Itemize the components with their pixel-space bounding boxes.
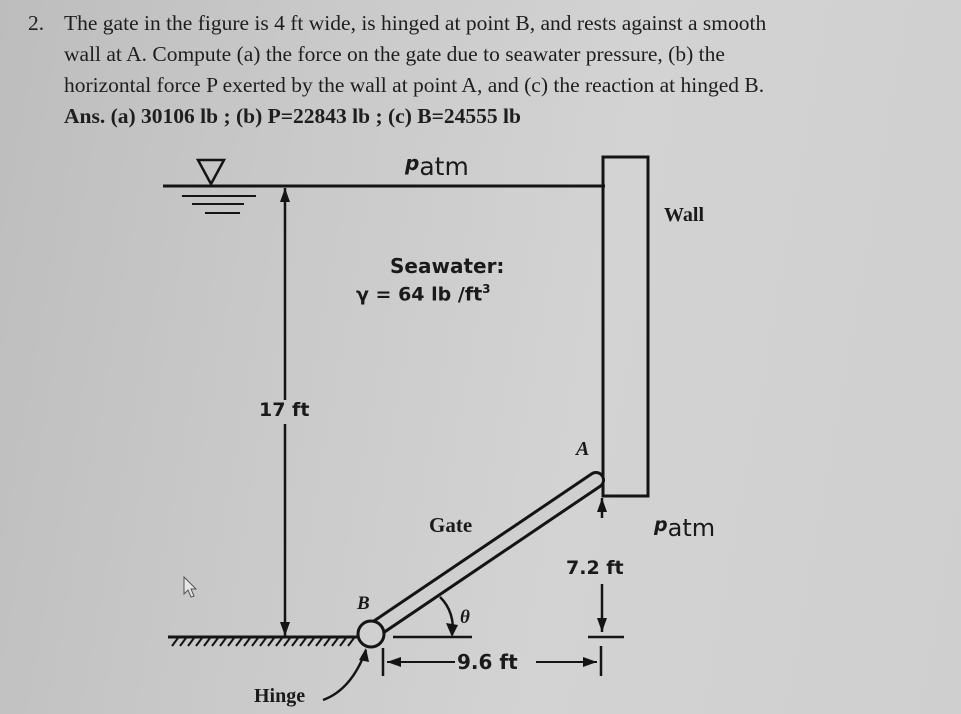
wall-label: Wall	[664, 204, 705, 226]
specific-weight-label: γ = 64 lb /ft3	[356, 282, 491, 306]
patm-right-label: patm	[654, 514, 716, 542]
mouse-cursor-icon	[183, 575, 198, 598]
fluid-name-label: Seawater:	[390, 254, 505, 278]
problem-line-1: The gate in the figure is 4 ft wide, is …	[64, 11, 767, 35]
hinge-circle	[356, 619, 386, 649]
depth-dimension-label: 17 ft	[259, 399, 310, 421]
point-a-label: A	[576, 438, 590, 460]
gate-label: Gate	[429, 513, 473, 537]
wall-rect	[601, 155, 650, 498]
patm-top-label: patm	[405, 151, 469, 181]
gate-bar	[371, 474, 602, 634]
horizontal-dimension-label: 9.6 ft	[457, 650, 518, 674]
point-b-label: B	[357, 593, 370, 614]
angle-theta-label: θ	[460, 607, 470, 628]
vertical-dimension-label: 7.2 ft	[566, 557, 624, 579]
problem-number: 2.	[28, 11, 45, 35]
problem-line-2: wall at A. Compute (a) the force on the …	[64, 42, 725, 66]
problem-line-3: horizontal force P exerted by the wall a…	[64, 73, 765, 97]
water-level-icon	[195, 158, 227, 187]
hinge-label: Hinge	[254, 685, 306, 707]
answer-line: Ans. (a) 30106 lb ; (b) P=22843 lb ; (c)…	[64, 104, 521, 128]
